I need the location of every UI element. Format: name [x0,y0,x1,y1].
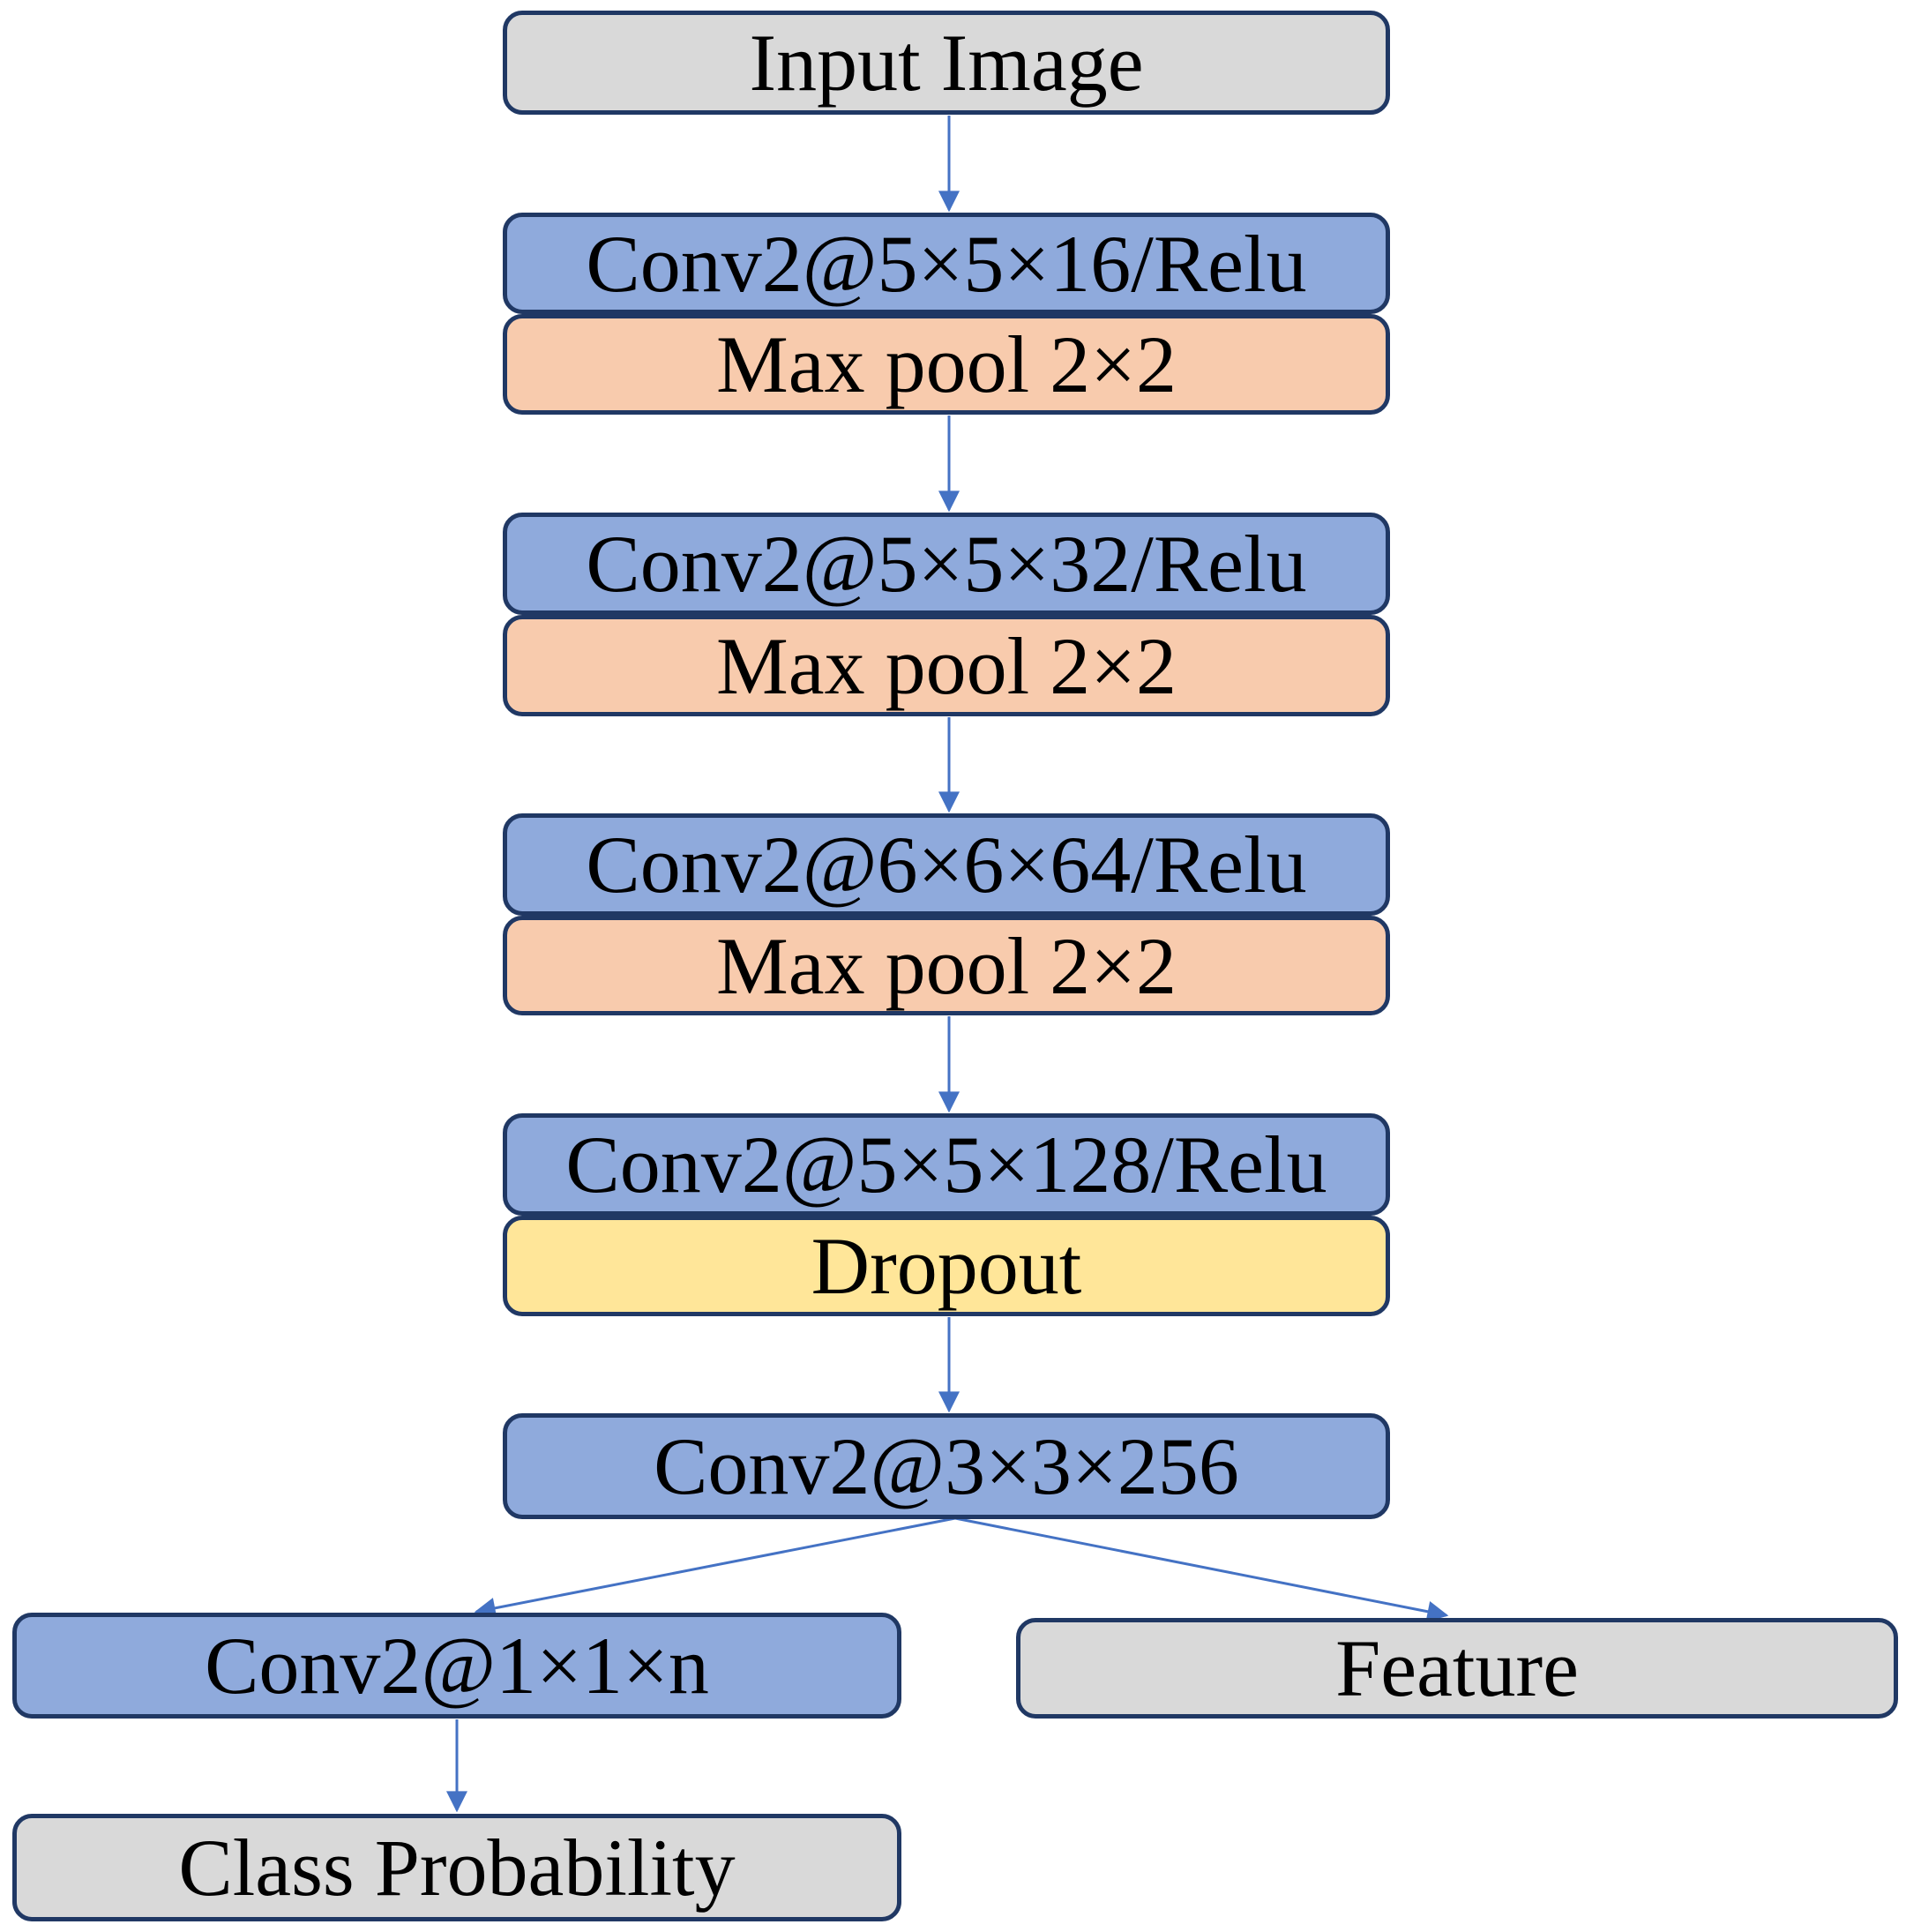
node-maxpool3: Max pool 2×2 [503,916,1390,1015]
node-dropout: Dropout [503,1216,1390,1316]
arrow-conv5-to-conv6 [474,1516,956,1619]
node-class-probability: Class Probability [12,1814,901,1921]
arrow-conv5-to-feature [954,1516,1449,1622]
node-feature: Feature [1016,1618,1898,1719]
node-conv3: Conv2@6×6×64/Relu [503,813,1390,916]
node-conv5: Conv2@3×3×256 [503,1413,1390,1519]
node-maxpool2: Max pool 2×2 [503,615,1390,716]
node-conv4: Conv2@5×5×128/Relu [503,1113,1390,1216]
node-conv1: Conv2@5×5×16/Relu [503,213,1390,314]
node-input-image: Input Image [503,11,1390,115]
node-maxpool1: Max pool 2×2 [503,314,1390,415]
node-conv2: Conv2@5×5×32/Relu [503,513,1390,615]
node-conv6: Conv2@1×1×n [12,1613,901,1719]
